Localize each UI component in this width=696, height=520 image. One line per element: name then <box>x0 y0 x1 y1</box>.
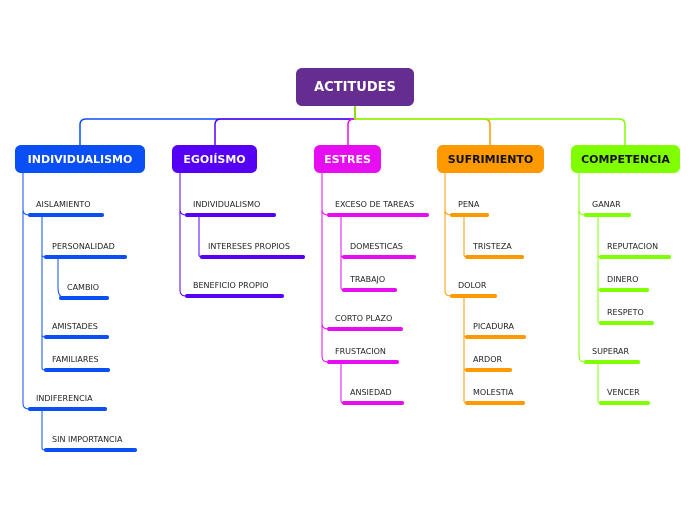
subtopic-node[interactable]: EXCESO DE TAREAS <box>335 200 415 209</box>
connector-line <box>41 408 46 451</box>
connector-line <box>444 172 452 216</box>
connector-line <box>444 172 452 297</box>
subtopic-node[interactable]: SIN IMPORTANCIA <box>52 435 123 444</box>
branch-estres[interactable]: ESTRES <box>314 145 381 173</box>
subtopic-node[interactable]: TRISTEZA <box>473 242 512 251</box>
subtopic-node[interactable]: SUPERAR <box>592 347 630 356</box>
connector-line <box>321 172 329 216</box>
root-node[interactable]: ACTITUDES <box>296 68 414 106</box>
branch-label: SUFRIMIENTO <box>447 152 534 166</box>
connector-line <box>578 172 586 216</box>
branch-label: INDIVIDUALISMO <box>27 152 133 166</box>
connector-line <box>79 105 356 146</box>
subtopic-node[interactable]: DOMESTICAS <box>350 242 403 251</box>
branch-individualismo[interactable]: INDIVIDUALISMO <box>15 145 145 173</box>
connector-line <box>321 172 329 363</box>
connector-line <box>463 214 468 258</box>
subtopic-node[interactable]: DINERO <box>607 275 639 284</box>
branch-sufrimiento[interactable]: SUFRIMIENTO <box>437 145 544 173</box>
branch-label: ESTRES <box>324 152 371 166</box>
connector-line <box>321 172 329 330</box>
subtopic-node[interactable]: CORTO PLAZO <box>335 314 393 323</box>
connector-line <box>57 256 67 299</box>
subtopic-node[interactable]: DOLOR <box>458 281 487 290</box>
connector-line <box>354 105 626 146</box>
connector-line <box>597 361 602 404</box>
subtopic-node[interactable]: AISLAMIENTO <box>36 200 91 209</box>
subtopic-node[interactable]: AMISTADES <box>52 322 98 331</box>
connector-line <box>347 105 356 146</box>
subtopic-node[interactable]: REPUTACION <box>607 242 659 251</box>
connector-line <box>463 295 468 404</box>
connector-line <box>22 172 30 410</box>
connector-line <box>578 172 586 363</box>
connector-line <box>354 105 491 146</box>
subtopic-node[interactable]: FRUSTACION <box>335 347 386 356</box>
subtopic-node[interactable]: ANSIEDAD <box>350 388 392 397</box>
subtopic-node[interactable]: FAMILIARES <box>52 355 99 364</box>
branch-competencia[interactable]: COMPETENCIA <box>571 145 680 173</box>
subtopic-node[interactable]: GANAR <box>592 200 621 209</box>
connector-line <box>214 105 356 146</box>
subtopic-node[interactable]: PERSONALIDAD <box>52 242 115 251</box>
connector-line <box>22 172 30 216</box>
subtopic-node[interactable]: INTERESES PROPIOS <box>208 242 290 251</box>
connector-line <box>179 172 187 297</box>
connector-line <box>198 214 203 258</box>
subtopic-node[interactable]: INDIVIDUALISMO <box>193 200 261 209</box>
subtopic-node[interactable]: BENEFICIO PROPIO <box>193 281 269 290</box>
branch-label: COMPETENCIA <box>581 152 670 166</box>
subtopic-node[interactable]: PICADURA <box>473 322 514 331</box>
connector-line <box>179 172 187 216</box>
subtopic-node[interactable]: ARDOR <box>473 355 503 364</box>
subtopic-node[interactable]: RESPETO <box>607 308 644 317</box>
subtopic-node[interactable]: VENCER <box>607 388 640 397</box>
connector-line <box>340 361 345 404</box>
connector-line <box>41 214 46 371</box>
subtopic-node[interactable]: CAMBIO <box>67 283 100 292</box>
subtopic-node[interactable]: MOLESTIA <box>473 388 514 397</box>
root-label: ACTITUDES <box>314 79 396 95</box>
branch-egoismo[interactable]: EGOIÍSMO <box>172 145 257 173</box>
subtopic-node[interactable]: PENA <box>458 200 480 209</box>
subtopic-node[interactable]: TRABAJO <box>350 275 386 284</box>
branch-label: EGOIÍSMO <box>183 152 246 166</box>
connector-line <box>340 214 345 291</box>
connector-line <box>597 214 602 324</box>
subtopic-node[interactable]: INDIFERENCIA <box>36 394 93 403</box>
